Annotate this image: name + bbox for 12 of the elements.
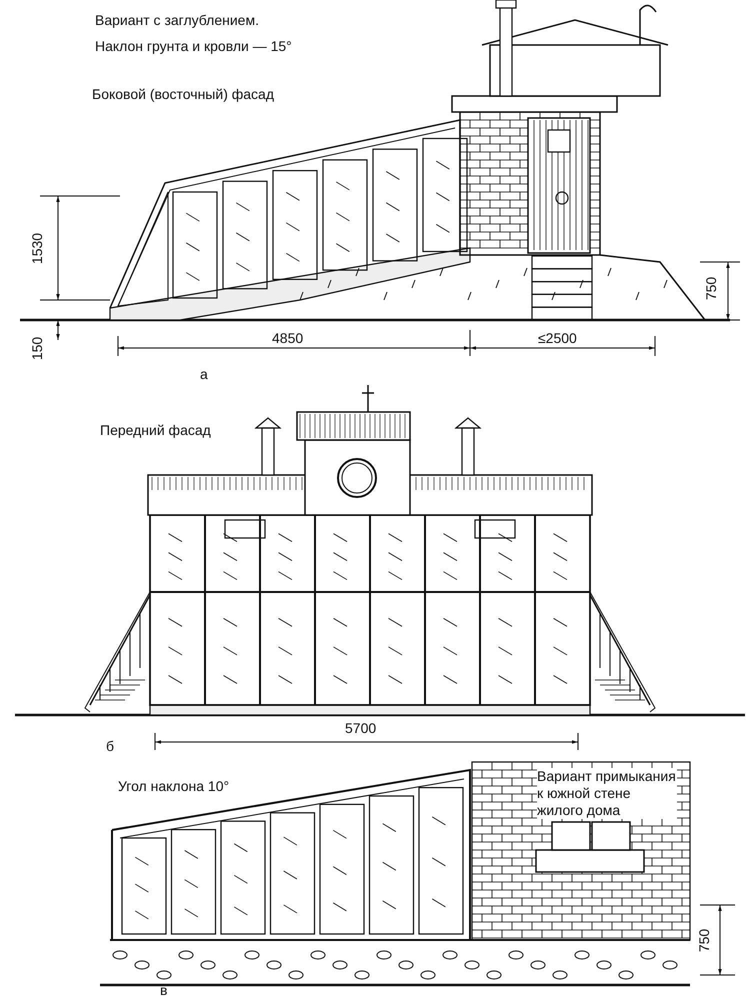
- view-letter: а: [200, 366, 208, 383]
- heading-note: Наклон грунта и кровли — 15°: [95, 38, 292, 55]
- annotation-note: Вариант примыкания к южной стене жилого дома: [537, 768, 677, 819]
- view-title: Передний фасад: [100, 422, 211, 439]
- view-title: Боковой (восточный) фасад: [92, 86, 274, 103]
- view-letter: в: [160, 982, 168, 999]
- dimension-value: 4850: [272, 330, 304, 347]
- view-title: Угол наклона 10°: [118, 778, 230, 795]
- dimension-value: ≤2500: [538, 330, 577, 347]
- heading-note: Вариант с заглублением.: [95, 12, 259, 29]
- view-letter: б: [106, 738, 114, 755]
- dimension-value: 5700: [345, 720, 376, 737]
